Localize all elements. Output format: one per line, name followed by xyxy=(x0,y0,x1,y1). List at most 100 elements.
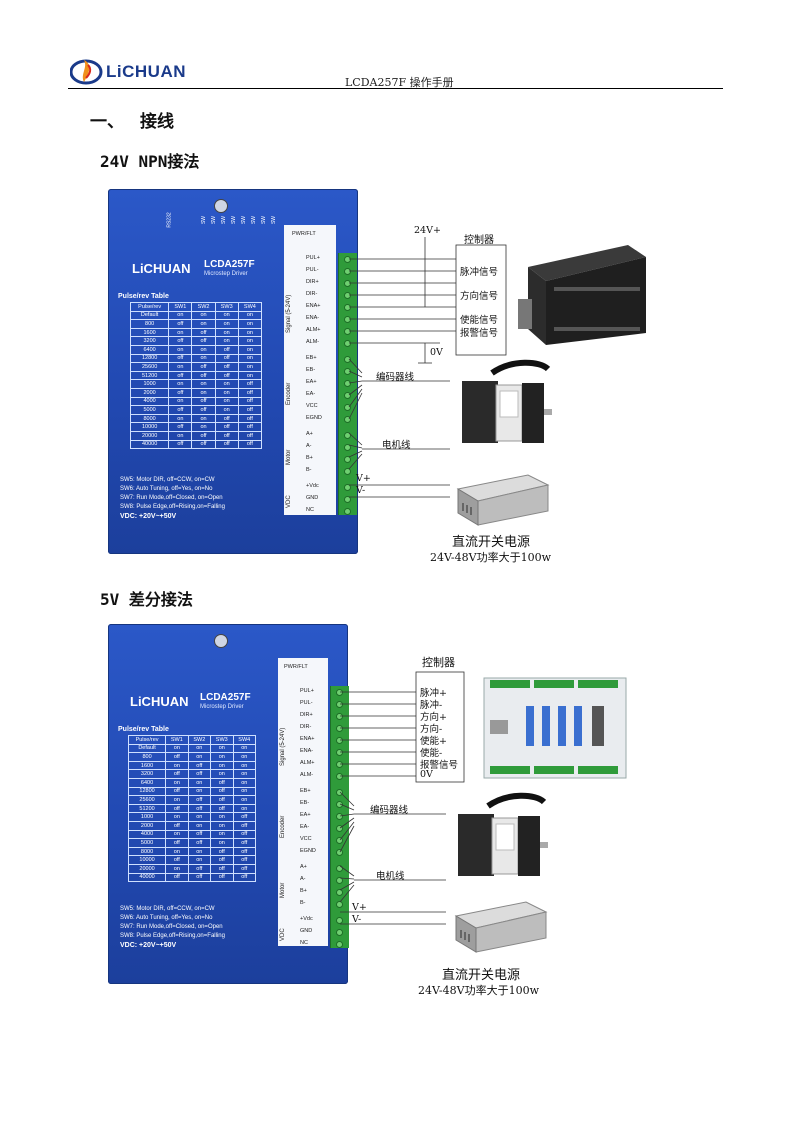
pin-label: PUL+ xyxy=(306,255,320,261)
terminal-screw-icon xyxy=(336,737,343,744)
controller-label-alm: 报警信号 xyxy=(460,328,499,339)
pin-label: DIR- xyxy=(300,724,312,730)
pin-label: A+ xyxy=(300,864,307,870)
vminus-label: V- xyxy=(356,485,366,496)
controller-title: 控制器 xyxy=(464,235,494,246)
terminal-screw-icon xyxy=(344,356,351,363)
terminal-screw-icon xyxy=(336,713,343,720)
controller-label: 方向+ xyxy=(420,712,447,723)
terminal-screw-icon xyxy=(344,304,351,311)
encoder-wire-label: 编码器线 xyxy=(370,805,409,816)
pin-label: EA+ xyxy=(306,379,317,385)
sw-notes: SW5: Motor DIR, off=CCW, on=CW SW6: Auto… xyxy=(120,906,225,949)
terminal-screw-icon xyxy=(344,484,351,491)
document-title: LCDA257F 操作手册 xyxy=(345,76,454,89)
terminal-screw-icon xyxy=(336,773,343,780)
terminal-screw-icon xyxy=(336,877,343,884)
pin-panel: PWR/FLT Signal (5-24V) Encoder Motor VDC… xyxy=(278,658,328,946)
pin-label: ENA+ xyxy=(306,303,321,309)
driver-brand: LiCHUAN xyxy=(132,261,191,276)
pin-label: VCC xyxy=(306,403,318,409)
terminal-screw-icon xyxy=(336,865,343,872)
terminal-screw-icon xyxy=(344,340,351,347)
terminal-screw-icon xyxy=(344,268,351,275)
sw-note: SW6: Auto Tuning, off=Yes, on=No xyxy=(120,915,213,921)
sw-note: SW5: Motor DIR, off=CCW, on=CW xyxy=(120,477,215,483)
driver-body: RS232 SW SW SW SW SW SW SW SW LiCHUAN LC… xyxy=(108,189,358,554)
terminal-screw-icon xyxy=(344,416,351,423)
v24-label: 24V+ xyxy=(414,225,441,236)
terminal-screw-icon xyxy=(336,813,343,820)
terminal-screw-icon xyxy=(336,917,343,924)
pin-label: B- xyxy=(300,900,306,906)
table-cell: off xyxy=(210,872,234,883)
terminal-screw-icon xyxy=(344,380,351,387)
terminal-screw-icon xyxy=(344,280,351,287)
vminus-label: V- xyxy=(352,914,362,925)
zero-v-label: 0V xyxy=(430,347,443,358)
encoder-wire-label: 编码器线 xyxy=(376,372,415,383)
pin-label: NC xyxy=(306,507,314,513)
psu-spec: 24V-48V功率大于100w xyxy=(418,984,539,997)
controller-label: 使能+ xyxy=(420,736,447,747)
sw-note: SW8: Pulse Edge,off=Rising,on=Falling xyxy=(120,933,225,939)
controller-label: 脉冲- xyxy=(420,700,443,711)
sw-notes: SW5: Motor DIR, off=CCW, on=CW SW6: Auto… xyxy=(120,477,225,520)
sw-note: SW7: Run Mode,off=Closed, on=Open xyxy=(120,924,223,930)
pin-label: PUL+ xyxy=(300,688,314,694)
pin-panel: PWR/FLT Signal (5-24V) Encoder Motor VDC… xyxy=(284,225,336,515)
pin-label: B- xyxy=(306,467,312,473)
pin-label: EB+ xyxy=(306,355,317,361)
terminal-screw-icon xyxy=(336,789,343,796)
terminal-screw-icon xyxy=(336,725,343,732)
pin-label: EB+ xyxy=(300,788,311,794)
terminal-screw-icon xyxy=(336,929,343,936)
terminal-block xyxy=(330,686,349,948)
driver-model: LCDA257F xyxy=(204,259,255,270)
section-title: 接线 xyxy=(140,112,174,132)
pin-label: ENA- xyxy=(300,748,314,754)
company-logo: LiCHUAN xyxy=(70,56,190,86)
vplus-label: V+ xyxy=(356,473,371,484)
diagram2-title: 5V 差分接法 xyxy=(100,590,193,609)
sw-note: SW6: Auto Tuning, off=Yes, on=No xyxy=(120,486,213,492)
pin-label: EB- xyxy=(300,800,310,806)
pin-label: A- xyxy=(306,443,312,449)
logo-mark-icon xyxy=(70,59,103,85)
pin-label: ALM+ xyxy=(306,327,321,333)
terminal-screw-icon xyxy=(336,849,343,856)
wiring-diagram-differential: LiCHUAN LCDA257F Microstep Driver Pulse/… xyxy=(100,622,660,1007)
pin-label: ENA- xyxy=(306,315,320,321)
servo-motor-image xyxy=(448,792,548,892)
controller-label-pulse: 脉冲信号 xyxy=(460,267,499,278)
terminal-screw-icon xyxy=(336,889,343,896)
servo-motor-image xyxy=(452,359,552,459)
terminal-screw-icon xyxy=(336,941,343,948)
section-number: 一、 xyxy=(90,112,124,132)
pin-label: NC xyxy=(300,940,308,946)
pin-label: VCC xyxy=(300,836,312,842)
terminal-screw-icon xyxy=(344,292,351,299)
controller-title: 控制器 xyxy=(422,656,455,669)
pin-label: DIR- xyxy=(306,291,318,297)
vplus-label: V+ xyxy=(352,902,367,913)
pin-label: EA- xyxy=(306,391,316,397)
pin-label: +Vdc xyxy=(300,916,313,922)
vdc-note: VDC: +20V~+50V xyxy=(120,942,177,949)
terminal-block xyxy=(338,253,357,515)
pin-label: B+ xyxy=(306,455,313,461)
pin-label: GND xyxy=(300,928,313,934)
table-cell: off xyxy=(168,439,193,450)
controller-label: 脉冲+ xyxy=(420,688,447,699)
pin-label: B+ xyxy=(300,888,307,894)
terminal-screw-icon xyxy=(336,825,343,832)
pulse-table-title: Pulse/rev Table xyxy=(118,293,169,300)
logo-text: LiCHUAN xyxy=(106,62,186,81)
vdc-note: VDC: +20V~+50V xyxy=(120,513,177,520)
